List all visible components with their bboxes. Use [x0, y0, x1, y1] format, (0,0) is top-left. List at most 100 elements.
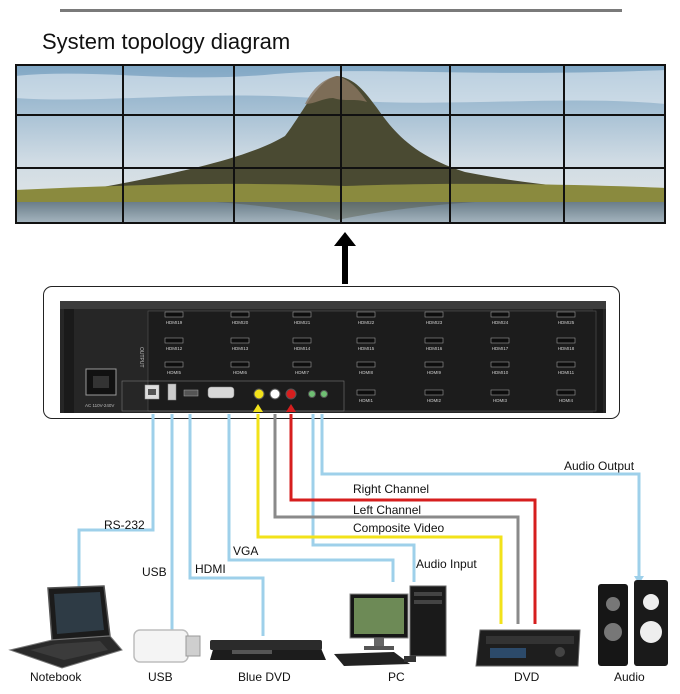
audio-input-label: Audio Input [416, 557, 477, 571]
hdmi-output-port-label: HDMI6 [233, 370, 247, 375]
hdmi-cable [188, 414, 265, 636]
hdmi-output-port-label: HDMI7 [295, 370, 309, 375]
hdmi-output-port [490, 389, 510, 396]
hdmi-input-port [183, 389, 199, 397]
composite-video-jack [253, 388, 265, 400]
hdmi-output-port-label: HDMI24 [492, 320, 509, 325]
hdmi-output-port [556, 361, 576, 368]
composite-video-label: Composite Video [353, 521, 445, 535]
hdmi-output-port-label: HDMI10 [492, 370, 509, 375]
page-title: System topology diagram [42, 29, 291, 54]
hdmi-output-port [490, 361, 510, 368]
hdmi-output-port-label: HDMI5 [167, 370, 181, 375]
hdmi-output-port-label: HDMI9 [427, 370, 441, 375]
notebook-icon [8, 585, 123, 669]
left-channel-label: Left Channel [353, 503, 422, 517]
hdmi-output-port-label: HDMI11 [558, 370, 575, 375]
left-audio-jack [269, 388, 281, 400]
hdmi-output-port [164, 311, 184, 318]
hdmi-output-port [230, 361, 250, 368]
hdmi-output-port [230, 337, 250, 344]
speaker-left-icon [598, 584, 628, 666]
up-arrow-icon [334, 232, 356, 284]
hdmi-output-port-label: HDMI17 [492, 346, 509, 351]
hdmi-output-port [556, 389, 576, 396]
hdmi-output-port-label: HDMI21 [294, 320, 311, 325]
audio-label: Audio [614, 670, 645, 684]
hdmi-output-port-label: HDMI4 [559, 398, 573, 403]
hdmi-output-port-label: HDMI8 [359, 370, 373, 375]
hdmi-output-port [424, 361, 444, 368]
hdmi-output-port-label: HDMI19 [166, 320, 183, 325]
hdmi-output-port-label: HDMI15 [358, 346, 375, 351]
wall-grid [15, 64, 666, 224]
right-channel-cable [289, 414, 537, 624]
hdmi-output-port [356, 361, 376, 368]
audio-output-label: Audio Output [564, 459, 635, 473]
hdmi-output-port [424, 311, 444, 318]
blu-ray-player-icon [210, 640, 326, 660]
usb-dongle-icon [133, 629, 201, 663]
input-panel [121, 380, 345, 412]
rs232-cable [77, 414, 155, 590]
vga-port [207, 386, 235, 399]
hdmi-output-port [424, 337, 444, 344]
hdmi-output-port-label: HDMI18 [558, 346, 575, 351]
hdmi-output-port [230, 311, 250, 318]
output-label: OUTPUT [138, 347, 144, 368]
hdmi-output-port [556, 311, 576, 318]
hdmi-output-port-label: HDMI25 [558, 320, 575, 325]
usb-signal-label: USB [142, 565, 167, 579]
hdmi-output-port-label: HDMI13 [232, 346, 249, 351]
hdmi-output-port [164, 361, 184, 368]
usb-device-label: USB [148, 670, 173, 684]
hdmi-output-port-label: HDMI3 [493, 398, 507, 403]
pc-label: PC [388, 670, 405, 684]
audio-in-jack [308, 390, 316, 398]
top-divider [60, 9, 622, 12]
notebook-label: Notebook [30, 670, 82, 684]
hdmi-output-port [292, 311, 312, 318]
hdmi-output-port-label: HDMI12 [166, 346, 183, 351]
hdmi-output-port [356, 311, 376, 318]
hdmi-signal-label: HDMI [195, 562, 226, 576]
mountain-peak [305, 76, 367, 104]
composite-video-cable [256, 414, 503, 624]
pc-icon [334, 585, 447, 666]
hdmi-output-port [164, 337, 184, 344]
hdmi-output-port-label: HDMI2 [427, 398, 441, 403]
audio-input-cable [311, 414, 416, 582]
blue-dvd-label: Blue DVD [238, 670, 291, 684]
left-channel-cable [273, 414, 520, 624]
usb-port [167, 383, 177, 401]
hdmi-output-port [424, 389, 444, 396]
dvd-label: DVD [514, 670, 540, 684]
hdmi-output-port-label: HDMI14 [294, 346, 311, 351]
reflection [215, 202, 475, 220]
hdmi-output-port [556, 337, 576, 344]
hdmi-output-port [292, 337, 312, 344]
rs232-label: RS-232 [104, 518, 145, 532]
hdmi-output-port [490, 311, 510, 318]
hdmi-output-port-label: HDMI16 [426, 346, 443, 351]
power-socket [85, 368, 117, 396]
speaker-right-icon [634, 580, 668, 666]
audio-output-cable [320, 414, 641, 578]
right-channel-label: Right Channel [353, 482, 430, 496]
hdmi-output-port [490, 337, 510, 344]
video-wall [15, 64, 666, 224]
hdmi-output-port-label: HDMI22 [358, 320, 375, 325]
hdmi-output-port [292, 361, 312, 368]
hdmi-output-port-label: HDMI20 [232, 320, 249, 325]
hdmi-output-port-label: HDMI1 [359, 398, 373, 403]
hdmi-output-port [356, 389, 376, 396]
hdmi-output-port [356, 337, 376, 344]
right-audio-jack [285, 388, 297, 400]
vga-label: VGA [233, 544, 259, 558]
hdmi-output-port-label: HDMI23 [426, 320, 443, 325]
vga-cable [227, 414, 395, 582]
power-label: AC 110V-240V [85, 403, 114, 408]
